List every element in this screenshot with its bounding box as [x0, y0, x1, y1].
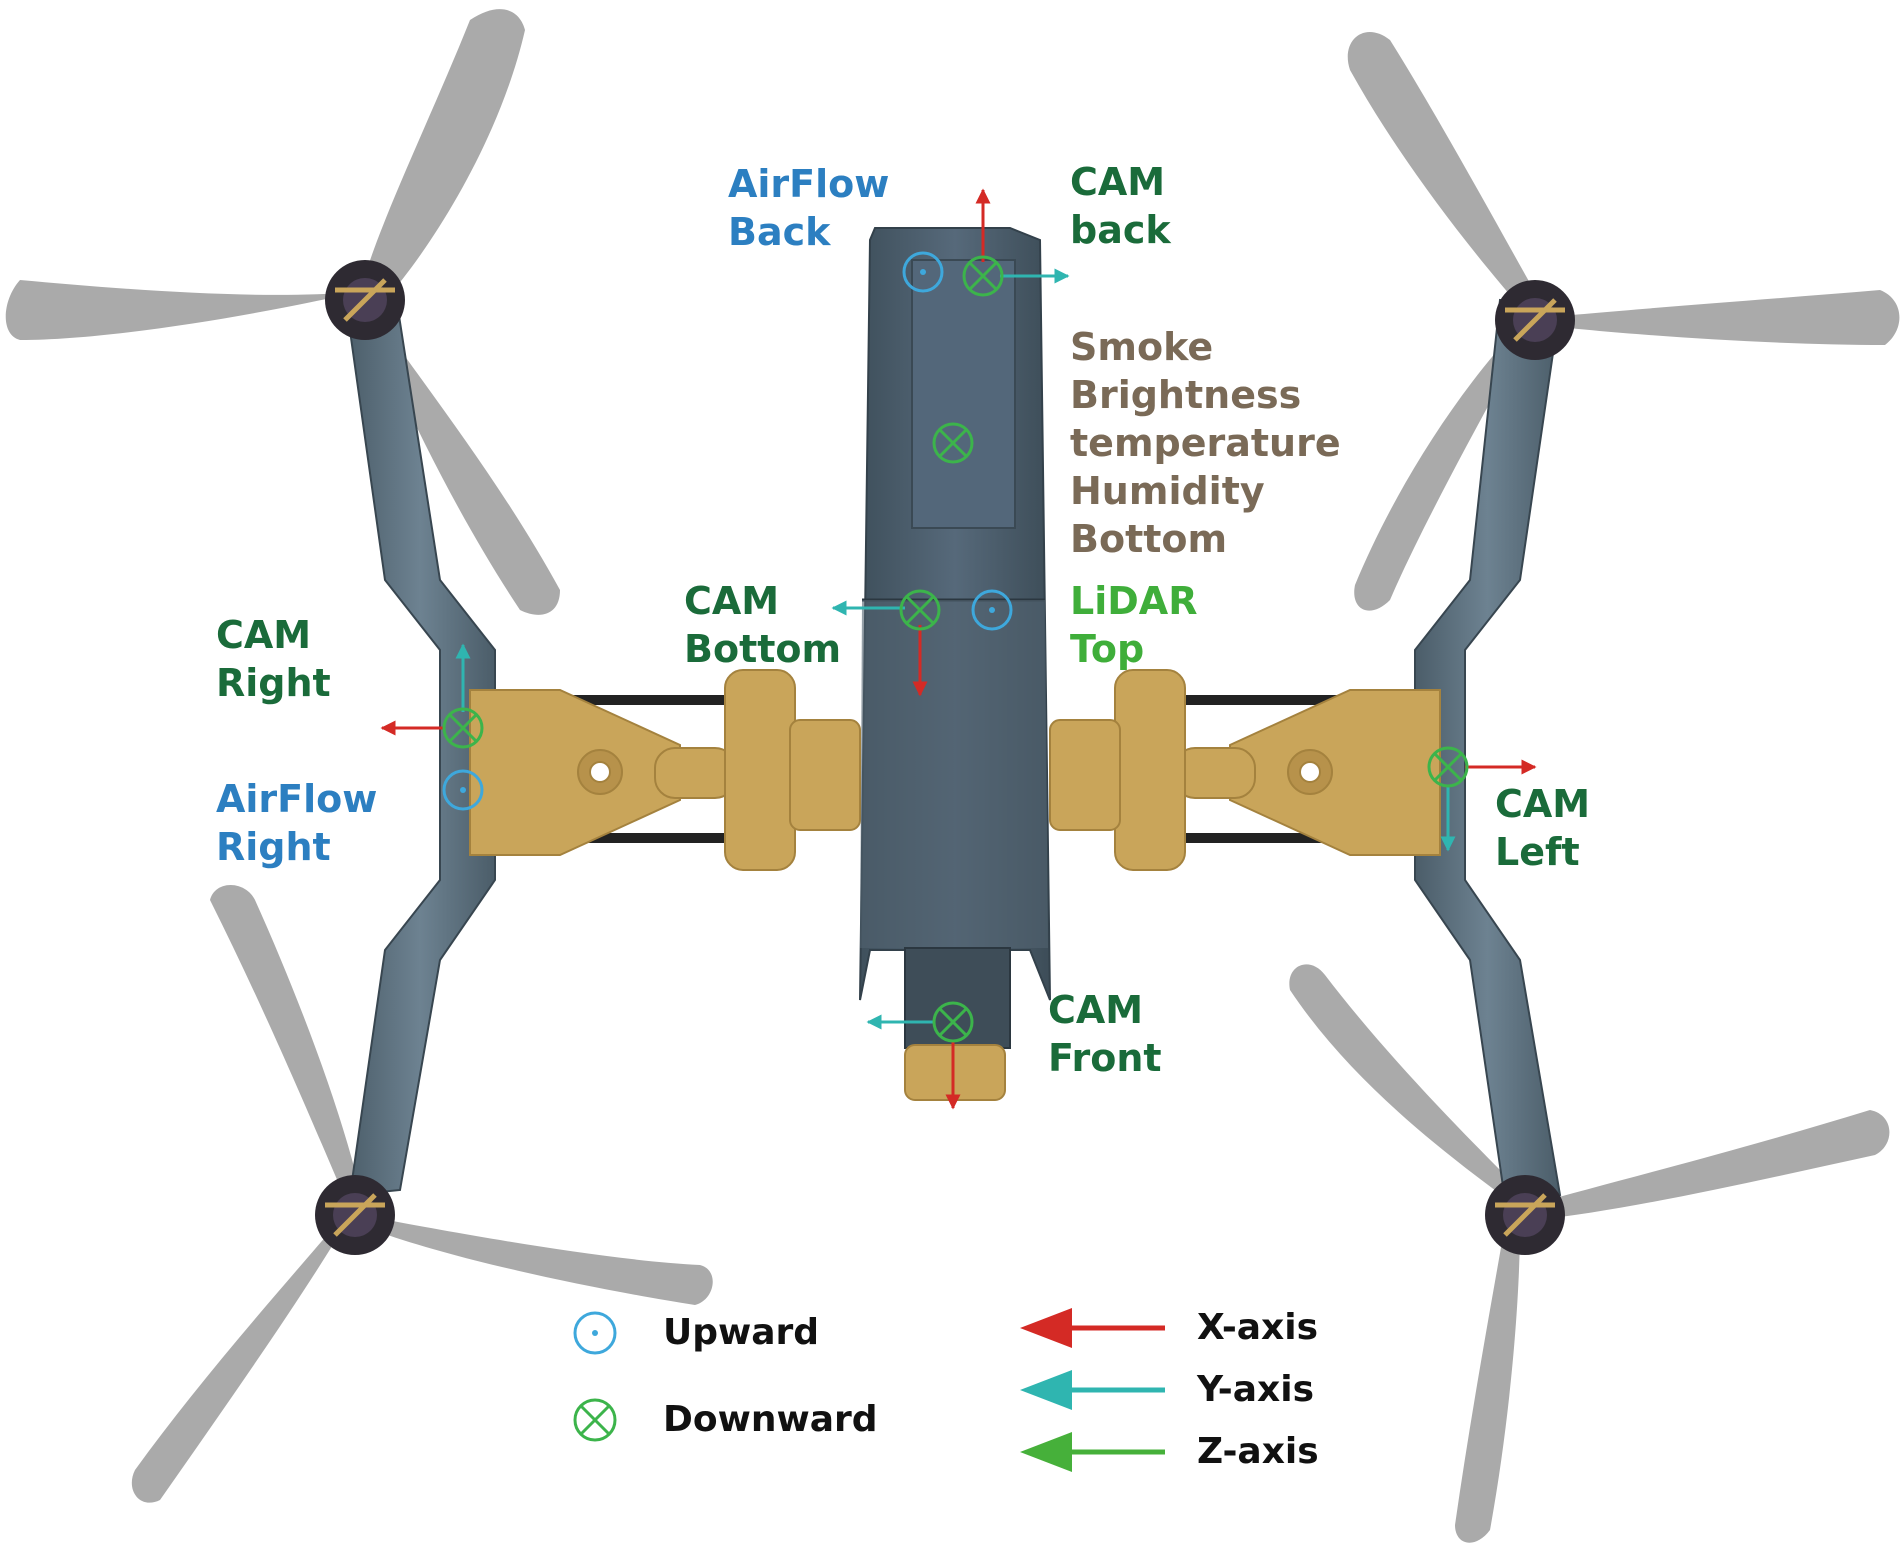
motor-bottom-right — [1485, 1175, 1565, 1255]
legend-x-axis-label: X-axis — [1197, 1307, 1319, 1348]
upward-symbol-airflow-back — [902, 251, 944, 293]
left-arm — [343, 288, 496, 1197]
right-arm — [1414, 298, 1562, 1202]
propeller-top-right — [1347, 31, 1900, 611]
front-camera-housing — [904, 947, 1011, 1049]
downward-symbol-cam-left — [1427, 746, 1469, 788]
legend-z-axis-arrow — [1020, 1432, 1165, 1472]
legend-y-axis-label: Y-axis — [1197, 1369, 1314, 1410]
legend-upward-label: Upward — [663, 1312, 820, 1353]
body-lower — [860, 600, 1048, 948]
downward-symbol-cam-bottom — [899, 589, 941, 631]
propeller-top-left — [5, 9, 560, 615]
downward-symbol-sensors — [932, 422, 974, 464]
motor-bottom-left — [315, 1175, 395, 1255]
legend-upward-icon — [573, 1311, 617, 1355]
front-camera-grill — [904, 1044, 1006, 1101]
left-mount — [469, 669, 861, 871]
downward-symbol-cam-front — [932, 1001, 974, 1043]
legend-x-axis-arrow — [1020, 1308, 1165, 1348]
propeller-bottom-left — [131, 885, 713, 1503]
upward-symbol-lidar-top — [971, 589, 1013, 631]
propeller-bottom-right — [1289, 964, 1890, 1543]
downward-symbol-cam-back — [962, 255, 1004, 297]
downward-symbol-cam-right — [442, 707, 484, 749]
legend-downward-icon — [573, 1398, 617, 1442]
legend-y-axis-arrow — [1020, 1370, 1165, 1410]
legend-z-axis-label: Z-axis — [1197, 1431, 1319, 1472]
motor-top-right — [1495, 280, 1575, 360]
body-panel — [911, 259, 1016, 529]
upward-symbol-airflow-right — [442, 769, 484, 811]
motor-top-left — [325, 260, 405, 340]
legend-downward-label: Downward — [663, 1399, 878, 1440]
right-mount — [1049, 669, 1441, 871]
